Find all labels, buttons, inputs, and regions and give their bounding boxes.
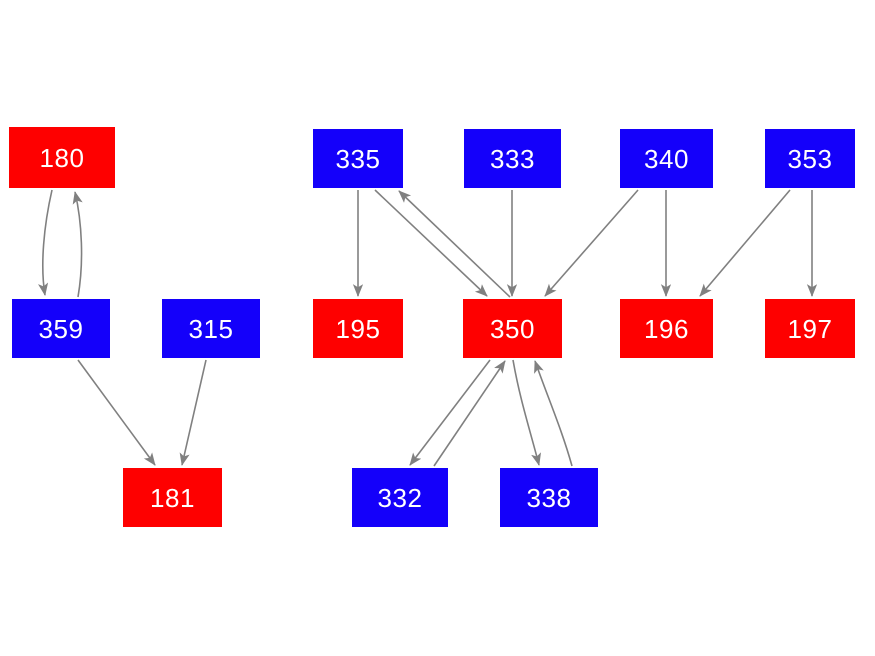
- node-338[interactable]: 338: [500, 468, 598, 527]
- node-180[interactable]: 180: [9, 127, 115, 188]
- node-label-181: 181: [150, 482, 195, 513]
- node-353[interactable]: 353: [765, 129, 855, 188]
- node-197[interactable]: 197: [765, 299, 855, 358]
- node-label-350: 350: [490, 313, 535, 344]
- node-label-195: 195: [335, 313, 381, 344]
- node-label-196: 196: [644, 313, 689, 344]
- node-181[interactable]: 181: [123, 468, 222, 527]
- node-340[interactable]: 340: [620, 129, 713, 188]
- node-359[interactable]: 359: [12, 299, 110, 358]
- node-332[interactable]: 332: [352, 468, 448, 527]
- node-label-180: 180: [39, 142, 85, 173]
- node-label-335: 335: [335, 143, 381, 174]
- node-195[interactable]: 195: [313, 299, 403, 358]
- node-label-338: 338: [526, 482, 572, 513]
- node-335[interactable]: 335: [313, 129, 403, 188]
- node-label-353: 353: [787, 143, 833, 174]
- node-196[interactable]: 196: [620, 299, 713, 358]
- node-315[interactable]: 315: [162, 299, 260, 358]
- node-333[interactable]: 333: [464, 129, 561, 188]
- node-350[interactable]: 350: [463, 299, 562, 358]
- node-label-340: 340: [644, 143, 689, 174]
- node-label-333: 333: [490, 143, 535, 174]
- node-label-359: 359: [38, 313, 84, 344]
- node-label-197: 197: [787, 313, 833, 344]
- node-label-315: 315: [188, 313, 234, 344]
- node-label-332: 332: [377, 482, 423, 513]
